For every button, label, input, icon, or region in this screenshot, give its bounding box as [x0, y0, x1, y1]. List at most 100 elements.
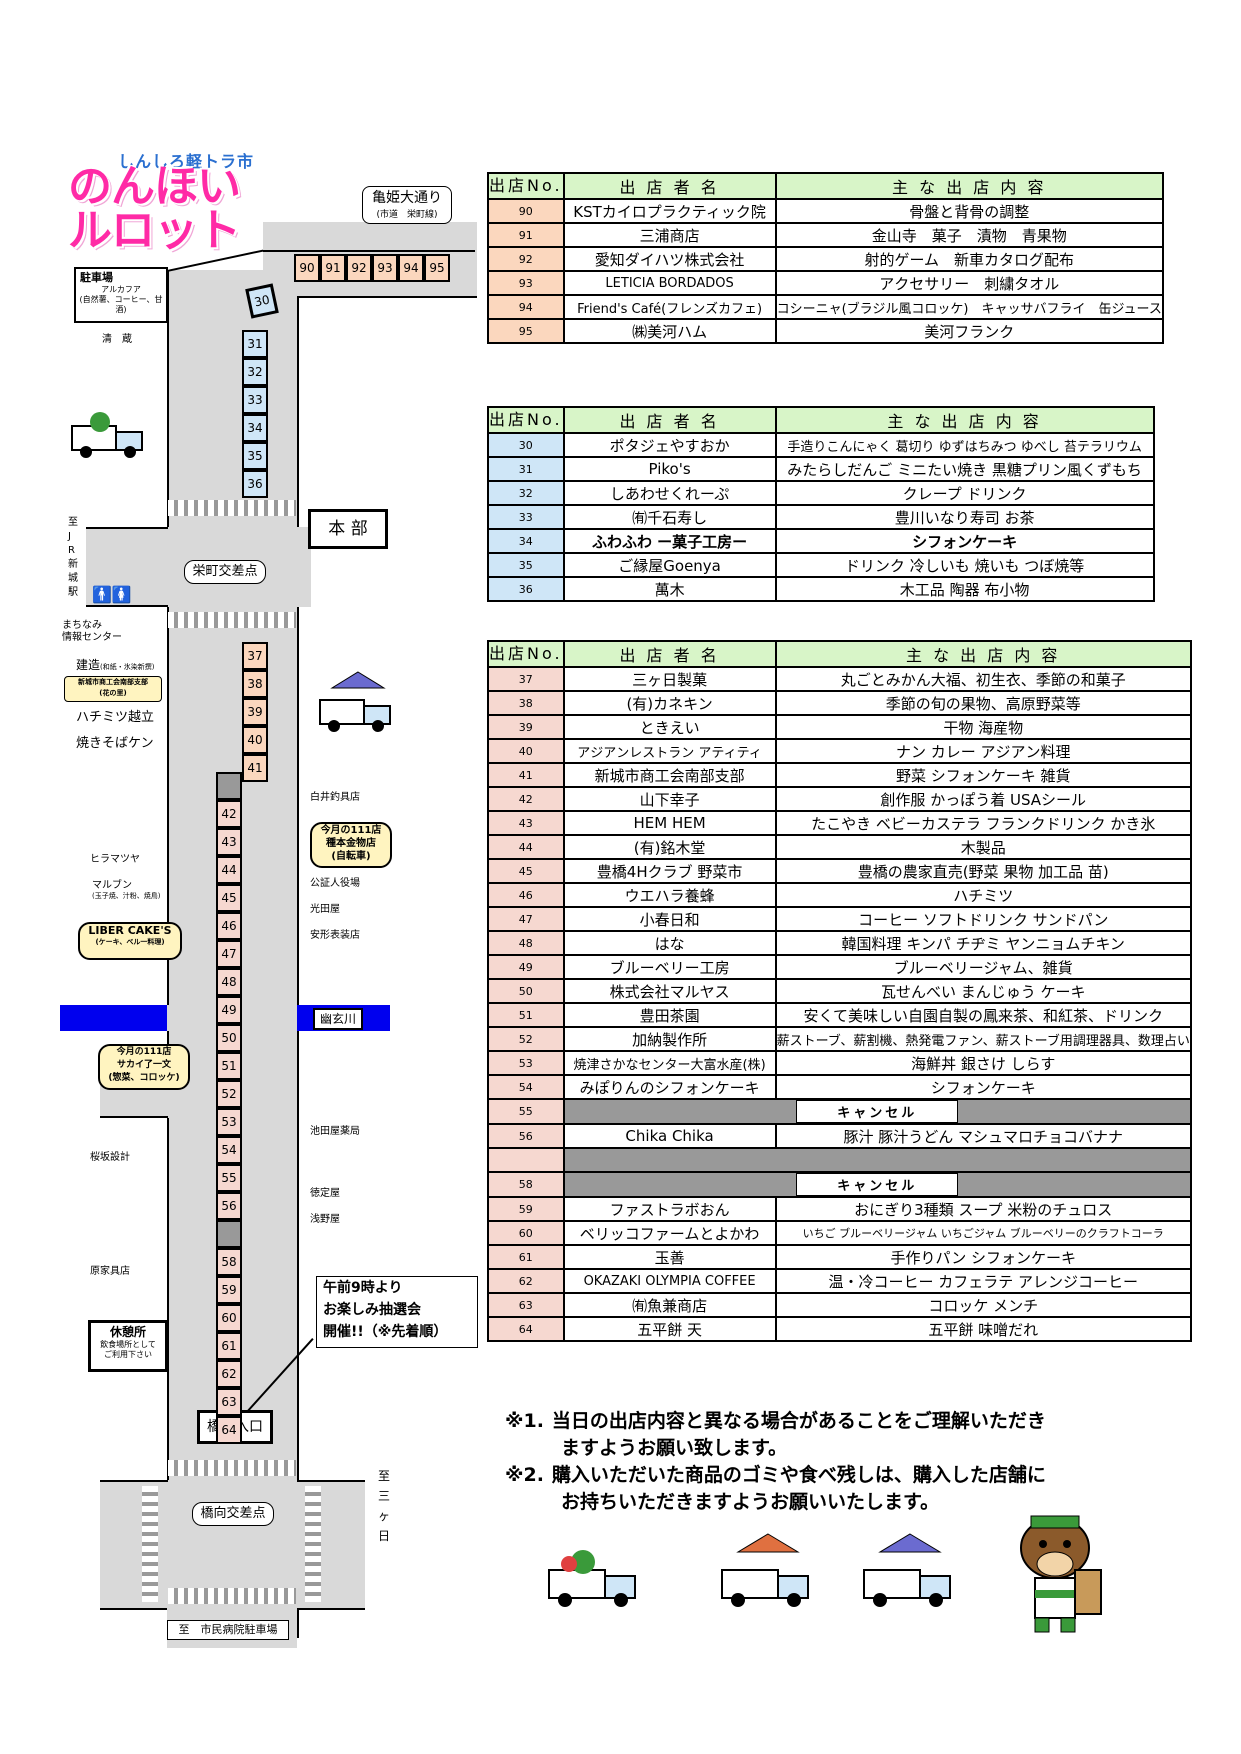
table-row	[487, 1147, 1192, 1173]
stall-number: 58	[487, 1171, 565, 1198]
shop-description: 美河フランク	[774, 318, 1164, 344]
cancel-label: キャンセル	[796, 1174, 959, 1195]
shop-name: 五平餅 天	[562, 1316, 777, 1342]
stall: 49	[216, 996, 242, 1024]
stall-number: 52	[487, 1026, 565, 1052]
stall-number: 32	[487, 480, 565, 506]
stall: 58	[216, 1248, 242, 1276]
chamber-label: 新城市商工会南部支部 (花の里)	[64, 676, 162, 702]
shop-description: シフォンケーキ	[774, 528, 1155, 554]
honbu-label: 本 部	[308, 509, 388, 549]
shop-name: LETICIA BORDADOS	[562, 270, 777, 296]
blank-cell	[562, 1147, 1192, 1173]
table-row: 33㈲千石寿し豊川いなり寿司 お茶	[487, 504, 1155, 530]
crosswalk	[305, 1486, 321, 1602]
stall-number: 59	[487, 1196, 565, 1222]
stall: 30	[245, 283, 279, 319]
stall-number	[487, 1147, 565, 1173]
stall: 54	[216, 1136, 242, 1164]
stall: 43	[216, 828, 242, 856]
stall-number: 90	[487, 198, 565, 224]
shop-description: 豚汁 豚汁うどん マシュマロチョコバナナ	[774, 1123, 1192, 1149]
stall-number: 33	[487, 504, 565, 530]
stall-number: 62	[487, 1268, 565, 1294]
stall: 47	[216, 940, 242, 968]
stall: 62	[216, 1360, 242, 1388]
shop-name: Chika Chika	[562, 1123, 777, 1149]
shop-description: アクセサリー 刺繍タオル	[774, 270, 1164, 296]
shop-name: みぽりんのシフォンケーキ	[562, 1074, 777, 1100]
stall: 39	[242, 698, 268, 726]
note-2: ※2.購入いただいた商品のゴミや食べ残しは、購入した店舗に	[505, 1464, 1046, 1486]
logo-subtitle: しんしろ軽トラ市	[118, 152, 255, 171]
koshu-label: 公証人役場	[310, 878, 360, 889]
kiyo-label: 清 蔵	[102, 334, 132, 345]
stall: 32	[242, 358, 268, 386]
shop-name: 新城市商工会南部支部	[562, 762, 777, 788]
stall-number: 38	[487, 690, 565, 716]
shop-description: 丸ごとみかん大福、初生衣、季節の和菓子	[774, 666, 1192, 692]
stall-number: 94	[487, 294, 565, 320]
stall-number: 61	[487, 1244, 565, 1270]
shop-name: ふわふわ ー菓子工房ー	[562, 528, 777, 554]
anhiko-label: 安形表装店	[310, 930, 360, 941]
header-name: 出 店 者 名	[562, 172, 777, 200]
shop-description: 創作服 かっぽう着 USAシール	[774, 786, 1192, 812]
logo-title-line2: ルロット	[68, 205, 241, 256]
table-header: 出店No. 出 店 者 名 主 な 出 店 内 容	[487, 172, 1164, 200]
crosswalk	[168, 1588, 296, 1604]
shop-name: ㈱美河ハム	[562, 318, 777, 344]
stall: 59	[216, 1276, 242, 1304]
stall-number: 93	[487, 270, 565, 296]
shop-name: ウエハラ養蜂	[562, 882, 777, 908]
shop-description: 骨盤と背骨の調整	[774, 198, 1164, 224]
shop-name: 三浦商店	[562, 222, 777, 248]
cancelled-cell: キャンセル	[562, 1098, 1192, 1125]
shop-description: 手造りこんにゃく 葛切り ゆずはちみつ ゆべし 苔テラリウム	[774, 432, 1155, 458]
stall: 46	[216, 912, 242, 940]
table-header: 出店No. 出 店 者 名 主 な 出 店 内 容	[487, 406, 1155, 434]
shop-name: KSTカイロプラクティック院	[562, 198, 777, 224]
ikedaya-label: 池田屋薬局	[310, 1126, 360, 1137]
truck-icon	[860, 1530, 960, 1614]
sakaemachi-label: 栄町交差点	[184, 560, 266, 584]
table-header: 出店No. 出 店 者 名 主 な 出 店 内 容	[487, 640, 1192, 668]
stall-number: 53	[487, 1050, 565, 1076]
shop-description: ナン カレー アジアン料理	[774, 738, 1192, 764]
machinami-label: まちなみ 情報センター	[62, 620, 122, 643]
shop-description: 五平餅 味噌だれ	[774, 1316, 1192, 1342]
shop-description: クレープ ドリンク	[774, 480, 1155, 506]
stall-gray	[216, 1220, 242, 1248]
shop-description: 温・冷コーヒー カフェラテ アレンジコーヒー	[774, 1268, 1192, 1294]
stall: 36	[242, 470, 268, 498]
shop-description: コシーニャ(ブラジル風コロッケ) キャッサバフライ 缶ジュース	[774, 294, 1164, 320]
stall: 55	[216, 1164, 242, 1192]
stall: 64	[216, 1416, 242, 1444]
logo-title-line1: のんほい	[68, 161, 241, 212]
shop-name: しあわせくれーぷ	[562, 480, 777, 506]
stall: 91	[320, 254, 346, 282]
stall-number: 35	[487, 552, 565, 578]
shop-name: 加納製作所	[562, 1026, 777, 1052]
stall-number: 49	[487, 954, 565, 980]
shop-name: (有)カネキン	[562, 690, 777, 716]
header-no: 出店No.	[487, 172, 565, 200]
shop-name: Friend's Café(フレンズカフェ)	[562, 294, 777, 320]
asanoya-label: 浅野屋	[310, 1214, 340, 1225]
shop-description: コーヒー ソフトドリンク サンドパン	[774, 906, 1192, 932]
stall-number: 36	[487, 576, 565, 602]
shop-description: 海鮮丼 銀さけ しらす	[774, 1050, 1192, 1076]
